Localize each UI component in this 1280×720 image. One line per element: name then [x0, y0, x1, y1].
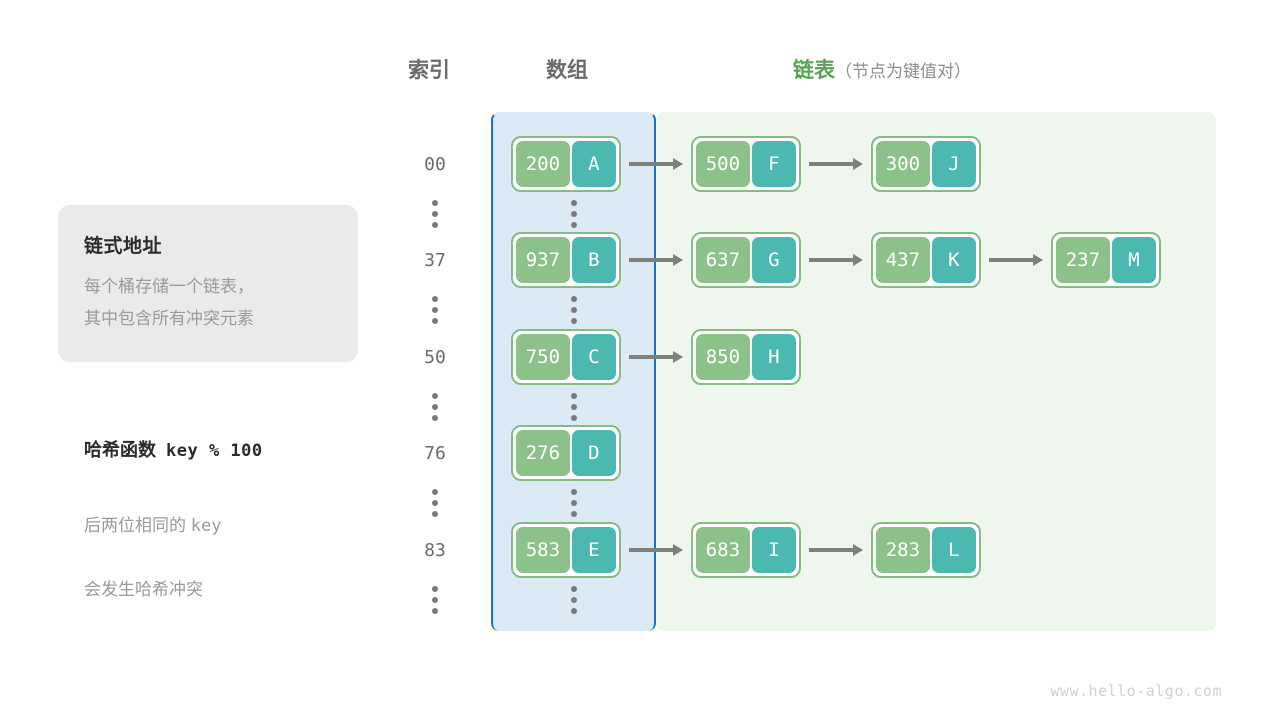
kv-node-key: 637 [696, 237, 750, 283]
chain-arrow-icon [809, 544, 863, 556]
hash-function-description: 后两位相同的 key 会发生哈希冲突 [84, 478, 221, 606]
kv-node-key: 500 [696, 141, 750, 187]
index-column-ellipsis [432, 200, 442, 228]
column-header-linkedlist: 链表（节点为键值对） [793, 54, 971, 84]
index-column-ellipsis [432, 296, 442, 324]
index-column-ellipsis [432, 586, 442, 614]
hash-function-expression: key % 100 [166, 441, 263, 461]
info-card-chaining: 链式地址 每个桶存储一个链表， 其中包含所有冲突元素 [58, 205, 358, 362]
kv-node-value: D [571, 430, 616, 476]
chain-arrow-icon [809, 254, 863, 266]
array-column-ellipsis [571, 586, 581, 614]
kv-node-key: 300 [876, 141, 930, 187]
chain-arrow-icon [809, 158, 863, 170]
kv-node-key: 683 [696, 527, 750, 573]
hash-note-line1: 后两位相同的 [84, 516, 191, 535]
kv-node-value: H [751, 334, 796, 380]
watermark: www.hello-algo.com [1050, 682, 1222, 700]
column-header-linkedlist-sub: （节点为键值对） [835, 62, 971, 81]
column-header-array: 数组 [546, 59, 588, 82]
chain-arrow-icon [629, 254, 683, 266]
info-card-body: 每个桶存储一个链表， 其中包含所有冲突元素 [84, 277, 254, 328]
column-header-linkedlist-main: 链表 [793, 59, 835, 82]
array-column-ellipsis [571, 200, 581, 228]
kv-node-value: B [571, 237, 616, 283]
column-header-index: 索引 [408, 59, 450, 82]
kv-node-key: 237 [1056, 237, 1110, 283]
chain-arrow-icon [629, 351, 683, 363]
chain-arrow-icon [629, 544, 683, 556]
kv-node-value: A [571, 141, 616, 187]
bucket-index-label: 50 [424, 347, 446, 368]
kv-node-value: C [571, 334, 616, 380]
kv-node-key: 276 [516, 430, 570, 476]
bucket-index-label: 37 [424, 250, 446, 271]
kv-node-value: L [931, 527, 976, 573]
kv-node-value: E [571, 527, 616, 573]
array-column-ellipsis [571, 489, 581, 517]
hash-function-title: 哈希函数 key % 100 [84, 436, 263, 462]
hash-function-label: 哈希函数 [84, 440, 156, 460]
kv-node-value: J [931, 141, 976, 187]
hash-note-key-token: key [190, 516, 222, 536]
index-column-ellipsis [432, 489, 442, 517]
kv-node-key: 750 [516, 334, 570, 380]
kv-node-value: G [751, 237, 796, 283]
kv-node-key: 583 [516, 527, 570, 573]
kv-node-value: F [751, 141, 796, 187]
kv-node-value: K [931, 237, 976, 283]
kv-node-value: M [1111, 237, 1156, 283]
chain-arrow-icon [629, 158, 683, 170]
array-column-ellipsis [571, 393, 581, 421]
bucket-index-label: 83 [424, 540, 446, 561]
info-card-title: 链式地址 [84, 236, 163, 257]
kv-node-value: I [751, 527, 796, 573]
kv-node-key: 283 [876, 527, 930, 573]
kv-node-key: 437 [876, 237, 930, 283]
bucket-index-label: 00 [424, 154, 446, 175]
hash-note-line2: 会发生哈希冲突 [84, 580, 203, 599]
kv-node-key: 937 [516, 237, 570, 283]
index-column-ellipsis [432, 393, 442, 421]
kv-node-key: 850 [696, 334, 750, 380]
chain-arrow-icon [989, 254, 1043, 266]
bucket-index-label: 76 [424, 443, 446, 464]
array-column-ellipsis [571, 296, 581, 324]
kv-node-key: 200 [516, 141, 570, 187]
